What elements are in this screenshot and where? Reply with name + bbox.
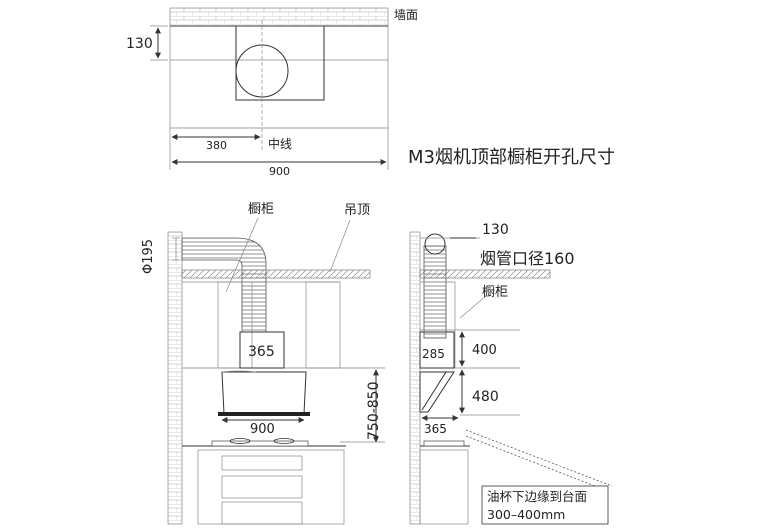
top-offset-label: 380 [206,139,227,152]
side-note-line1: 油杯下边缘到台面 [487,489,587,504]
front-wall-bricks [167,231,183,525]
side-wall-bricks [409,231,421,525]
front-duct [181,237,267,333]
center-line-label: 中线 [268,136,292,151]
front-motor-width: 365 [248,344,275,360]
side-duct [423,245,447,339]
side-view: 130 烟管口径160 橱柜 285 400 480 365 油杯下边缘到台面 [409,222,613,525]
front-ceiling-label: 吊顶 [344,203,370,218]
side-hood-height: 480 [472,389,499,405]
front-view: Φ195 365 900 750-850 橱柜 吊顶 [141,202,385,525]
top-view: 130 380 中线 900 墙面 M3烟机顶部橱柜开孔尺寸 [126,7,615,178]
top-cutout [235,25,325,101]
side-cabinet-height: 400 [472,343,497,358]
top-view-title: M3烟机顶部橱柜开孔尺寸 [408,147,615,168]
side-cabinet-label: 橱柜 [482,285,508,300]
top-depth-label: 130 [126,36,153,52]
side-hood [419,371,455,413]
side-depth: 285 [422,347,445,361]
front-hood [221,371,307,415]
top-width-label: 900 [269,165,290,178]
front-cabinet-label: 橱柜 [248,202,274,217]
wall-label: 墙面 [394,8,418,22]
top-wall-bricks [169,7,389,27]
front-hood-width: 900 [250,422,275,437]
front-height-range: 750-850 [366,382,382,441]
side-note-box [481,485,609,525]
side-hood-depth: 365 [424,422,447,436]
front-duct-diameter: Φ195 [141,239,156,274]
side-duct-offset: 130 [482,222,509,238]
side-note-line2: 300–400mm [487,507,565,522]
front-ceiling [181,269,371,279]
side-ceiling [419,269,551,279]
front-motor-box [239,331,285,369]
side-duct-spec: 烟管口径160 [480,249,575,268]
